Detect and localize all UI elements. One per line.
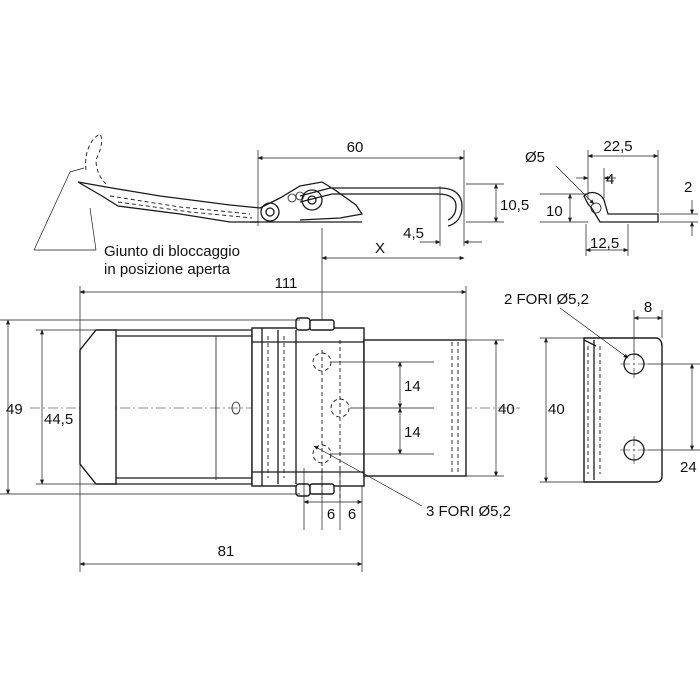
detail-plate-outline: [583, 337, 663, 483]
profile-view: 22,5 4 Ø5 10 2 12,5: [525, 138, 698, 256]
dim-14-bottom-label: 14: [404, 424, 421, 441]
dim-10-5-label: 10,5: [500, 197, 529, 214]
dim-6-left-label: 6: [327, 506, 335, 523]
dim-14-top-label: 14: [404, 378, 421, 395]
dim-40-main-label: 40: [498, 401, 515, 418]
dim-22-5-label: 22,5: [603, 138, 632, 155]
dim-4-label: 4: [606, 171, 614, 188]
pivot-large: [301, 189, 323, 211]
open-position-lever: [85, 133, 107, 185]
note-3-holes-leader: [313, 445, 423, 507]
lever-arm-lower: [77, 181, 258, 223]
handle-plate: [79, 329, 117, 485]
lever-arm: [77, 181, 364, 221]
dim-24-label: 24: [680, 459, 697, 476]
dim-4-5-label: 4,5: [403, 225, 424, 242]
dim-diam5-label: Ø5: [525, 149, 545, 166]
hook: [299, 187, 463, 227]
dim-6-right-label: 6: [348, 506, 356, 523]
dim-12-5-label: 12,5: [590, 235, 619, 252]
dim-44-5-label: 44,5: [44, 411, 73, 428]
dim-81-label: 81: [218, 543, 235, 560]
note-2-holes-label: 2 FORI Ø5,2: [504, 291, 589, 308]
profile-hole: [590, 202, 602, 214]
pivot-small: [260, 202, 280, 222]
dim-60-label: 60: [347, 139, 364, 156]
note-2-holes-leader: [559, 307, 629, 359]
plan-view: 111 49 44,5 40 14 14 6 6 81 3 FORI Ø5,2: [0, 275, 520, 572]
dim-40-plate-label: 40: [548, 401, 565, 418]
dim-2-label: 2: [684, 179, 692, 196]
profile-bracket: [583, 191, 659, 223]
hinge-block: [251, 327, 365, 487]
note-open-line1: Giunto di bloccaggio: [104, 243, 240, 260]
note-3-holes-label: 3 FORI Ø5,2: [426, 503, 511, 520]
plate-detail-view: 40 8 24 2 FORI Ø5,2: [504, 291, 700, 483]
note-open-line2: in posizione aperta: [104, 261, 231, 278]
side-view: 60 10,5 4,5 X Giunto di bloccaggio in po…: [33, 133, 529, 322]
dim-x-label: X: [375, 240, 385, 257]
dim-8-label: 8: [644, 299, 652, 316]
dim-49-label: 49: [6, 401, 23, 418]
dim-111-label: 111: [275, 275, 298, 292]
brand-logo: [231, 401, 241, 415]
open-note-leader: [33, 171, 96, 251]
dim-10-label: 10: [546, 203, 563, 220]
